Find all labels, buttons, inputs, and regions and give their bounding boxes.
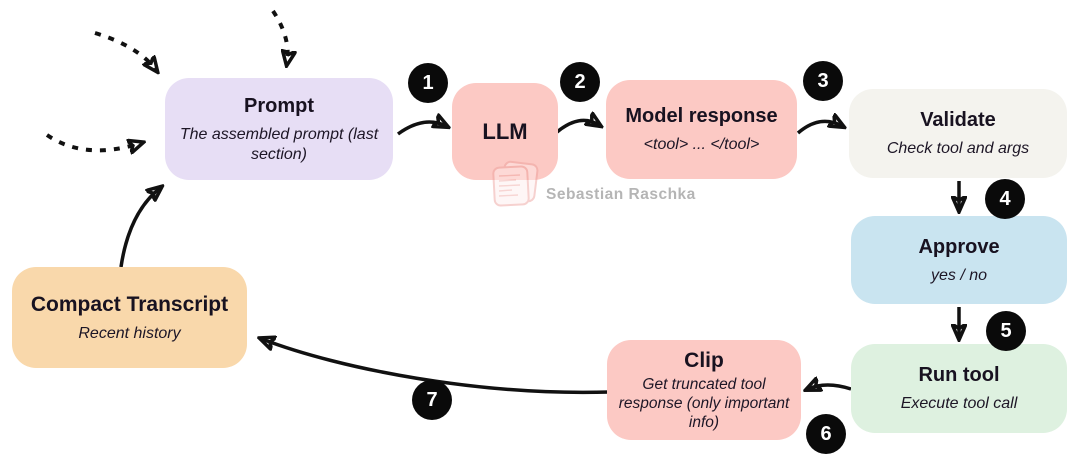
node-clip-subtitle: Get truncated tool response (only import… (618, 375, 790, 431)
node-compact-transcript-title: Compact Transcript (30, 292, 229, 316)
node-prompt-title: Prompt (244, 94, 314, 117)
step-badge-2: 2 (560, 62, 600, 102)
arrow-dashed-input-2 (271, 9, 288, 63)
step-badge-7: 7 (412, 380, 452, 420)
node-compact-transcript: Compact Transcript Recent history (12, 267, 247, 368)
node-model-response-subtitle: <tool> ... </tool> (643, 136, 760, 154)
node-validate: Validate Check tool and args (849, 89, 1067, 178)
arrow-dashed-input-1 (94, 31, 156, 70)
step-badge-5: 5 (986, 311, 1026, 351)
step-badge-1: 1 (408, 63, 448, 103)
arrow-prompt-to-llm (396, 122, 446, 136)
arrow-dashed-input-3 (45, 133, 141, 150)
node-validate-subtitle: Check tool and args (886, 140, 1030, 158)
arrow-model-response-to-validate (796, 121, 842, 135)
node-model-response-title: Model response (625, 105, 778, 128)
node-llm-title: LLM (482, 118, 528, 144)
watermark-logo-icon (492, 160, 539, 207)
watermark-author: Sebastian Raschka (546, 186, 696, 203)
node-compact-transcript-subtitle: Recent history (78, 324, 181, 342)
node-run-tool: Run tool Execute tool call (851, 344, 1067, 433)
node-clip: Clip Get truncated tool response (only i… (607, 340, 801, 440)
node-validate-title: Validate (920, 109, 996, 132)
node-run-tool-subtitle: Execute tool call (900, 395, 1018, 413)
node-run-tool-title: Run tool (918, 364, 1000, 387)
node-llm: LLM (452, 83, 558, 180)
node-prompt-subtitle: The assembled prompt (last section) (179, 125, 379, 163)
node-approve: Approve yes / no (851, 216, 1067, 304)
node-prompt: Prompt The assembled prompt (last sectio… (165, 78, 393, 180)
arrow-compact-transcript-to-prompt (119, 188, 160, 268)
step-badge-6: 6 (806, 414, 846, 454)
node-approve-subtitle: yes / no (930, 266, 988, 284)
node-model-response: Model response <tool> ... </tool> (606, 80, 797, 179)
step-badge-3: 3 (803, 61, 843, 101)
node-clip-title: Clip (684, 348, 724, 372)
node-approve-title: Approve (918, 235, 1000, 258)
watermark: Sebastian Raschka (490, 160, 695, 210)
arrow-run-tool-to-clip (808, 385, 852, 389)
step-badge-4: 4 (985, 179, 1025, 219)
arrow-llm-to-model-response (555, 120, 599, 134)
